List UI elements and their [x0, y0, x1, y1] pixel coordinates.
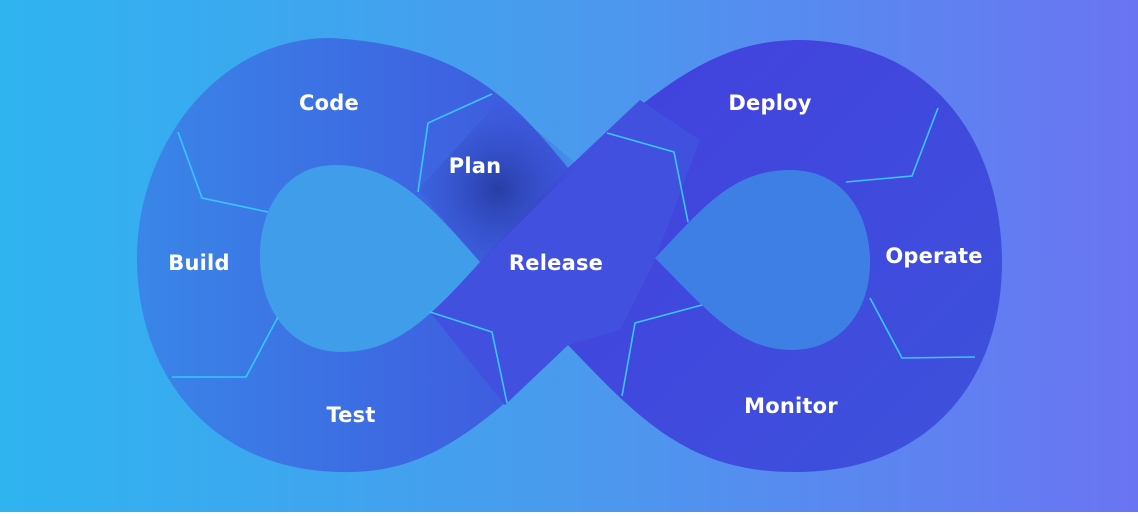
divider-code-build: [177, 131, 269, 213]
crossing-shadow: [418, 100, 578, 262]
stage-label-release: Release: [508, 251, 604, 275]
divider-test-release: [429, 311, 508, 404]
divider-monitor-release: [621, 304, 703, 397]
right-loop-hole: [655, 170, 870, 350]
stage-label-deploy: Deploy: [728, 91, 812, 115]
left-loop-hole: [259, 165, 480, 352]
segment-dividers: [172, 93, 976, 404]
stage-label-plan: Plan: [448, 154, 502, 178]
divider-operate-monitor: [869, 297, 976, 359]
stage-label-code: Code: [299, 91, 359, 115]
stage-label-monitor: Monitor: [744, 394, 838, 418]
divider-build-test: [172, 316, 279, 378]
stage-label-build: Build: [168, 251, 230, 275]
divider-release-deploy: [606, 132, 689, 223]
stage-label-test: Test: [326, 403, 376, 427]
stage-label-operate: Operate: [885, 244, 983, 268]
divider-code-plan: [417, 93, 493, 193]
release-band: [430, 100, 700, 405]
divider-deploy-operate: [845, 107, 939, 183]
